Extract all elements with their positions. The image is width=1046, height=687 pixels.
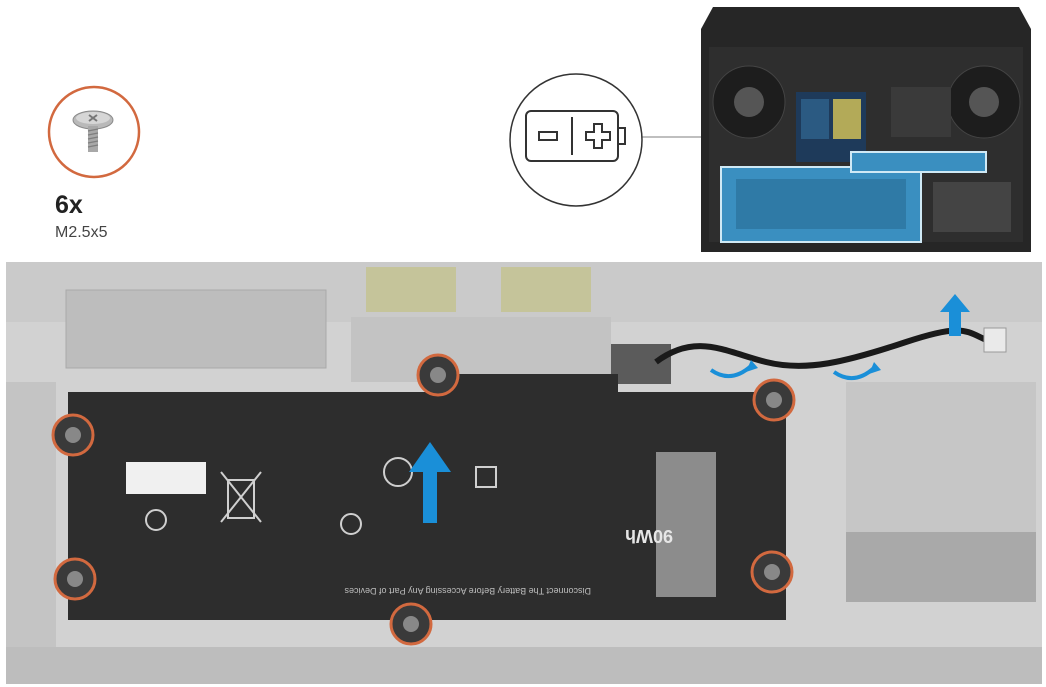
laptop-overview xyxy=(701,7,1031,252)
arrow-up-icon xyxy=(409,442,451,523)
battery-sticker xyxy=(126,462,206,494)
screw-callout xyxy=(416,353,460,397)
screw-legend xyxy=(47,85,141,179)
battery-connector xyxy=(983,327,1007,353)
battery-warning: Disconnect The Battery Before Accessing … xyxy=(344,586,591,596)
screw-callout xyxy=(53,557,97,601)
battery-polarity-icon xyxy=(525,110,626,162)
screw-callouts xyxy=(51,353,796,646)
battery-highlight xyxy=(720,151,987,243)
main-assembly: 90Wh Disconnect The Battery Before Acces… xyxy=(6,262,1042,684)
screw-callout xyxy=(51,413,95,457)
screw-callout xyxy=(389,602,433,646)
screw-callout xyxy=(752,378,796,422)
battery-label-panel xyxy=(656,452,716,597)
fan-icon xyxy=(712,65,1021,139)
arrow-up-icon xyxy=(940,294,970,336)
screw-icon xyxy=(72,110,114,152)
screw-callout xyxy=(750,550,794,594)
screw-count: 6x xyxy=(55,191,83,219)
screw-size: M2.5x5 xyxy=(55,224,108,241)
battery-capacity: 90Wh xyxy=(625,526,673,546)
curved-arrow-icon xyxy=(709,360,881,380)
battery-pack: 90Wh Disconnect The Battery Before Acces… xyxy=(68,374,786,620)
battery-callout xyxy=(509,73,773,207)
